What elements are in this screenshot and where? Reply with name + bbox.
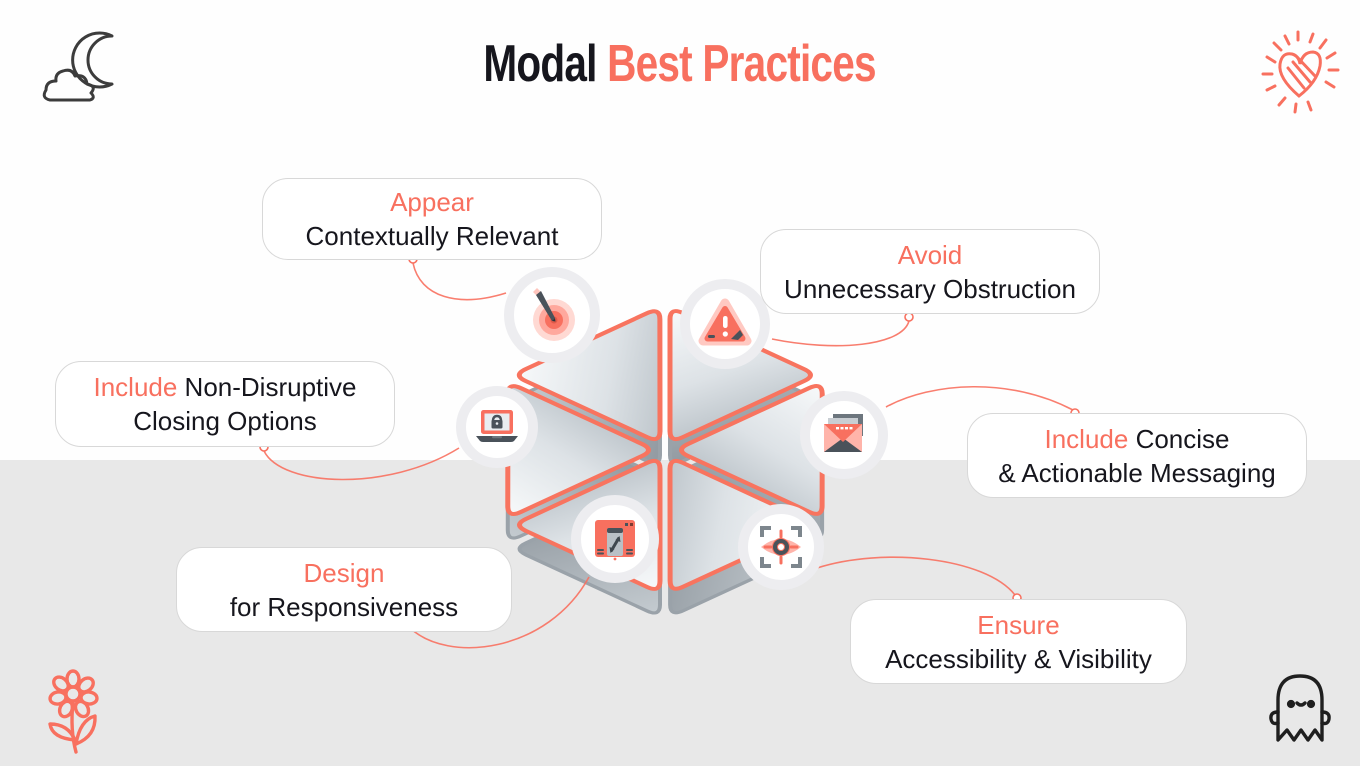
callout-line1: Design: [303, 557, 385, 588]
connector-include-messaging: [885, 385, 1074, 411]
title-word: Modal: [483, 35, 598, 93]
callout-line1: Include Concise: [1044, 423, 1230, 454]
connector-appear: [412, 262, 507, 301]
callout-appear: Appear Contextually Relevant: [262, 178, 602, 260]
badge-email: [800, 391, 888, 479]
callout-design: Design for Responsiveness: [176, 547, 512, 632]
callout-ensure: Ensure Accessibility & Visibility: [850, 599, 1187, 684]
callout-include-messaging: Include Concise & Actionable Messaging: [967, 413, 1307, 498]
callout-line1: Include Non-Disruptive: [93, 372, 357, 402]
badge-warning: [680, 279, 770, 369]
badge-responsive-window: [571, 495, 659, 583]
callout-line1: Avoid: [897, 239, 963, 270]
callout-include-closing: Include Non-Disruptive Closing Options: [55, 361, 395, 447]
title-accent-words: Best Practices: [597, 35, 877, 93]
callout-line2: Accessibility & Visibility: [885, 643, 1152, 674]
callout-avoid: Avoid Unnecessary Obstruction: [760, 229, 1100, 314]
target-pencil-icon: [533, 288, 575, 341]
callout-line2: Unnecessary Obstruction: [784, 273, 1076, 304]
callout-line2: Contextually Relevant: [305, 221, 559, 251]
badge-secure-laptop: [456, 386, 538, 468]
warning-triangle-icon: [698, 298, 752, 346]
callout-line2: for Responsiveness: [229, 591, 459, 622]
responsive-window-icon: [595, 520, 635, 561]
secure-laptop-icon: [476, 410, 518, 442]
email-message-icon: [824, 414, 863, 452]
badge-target: [504, 267, 600, 363]
callout-line1: Appear: [390, 187, 474, 217]
connector-avoid: [771, 320, 910, 347]
badge-eye-focus: [738, 504, 824, 590]
callout-line1: Ensure: [977, 609, 1060, 640]
callout-line2: & Actionable Messaging: [998, 457, 1276, 488]
eye-focus-icon: [760, 526, 802, 568]
callout-line2: Closing Options: [133, 406, 317, 436]
page-title: Modal Best Practices: [0, 34, 1360, 94]
